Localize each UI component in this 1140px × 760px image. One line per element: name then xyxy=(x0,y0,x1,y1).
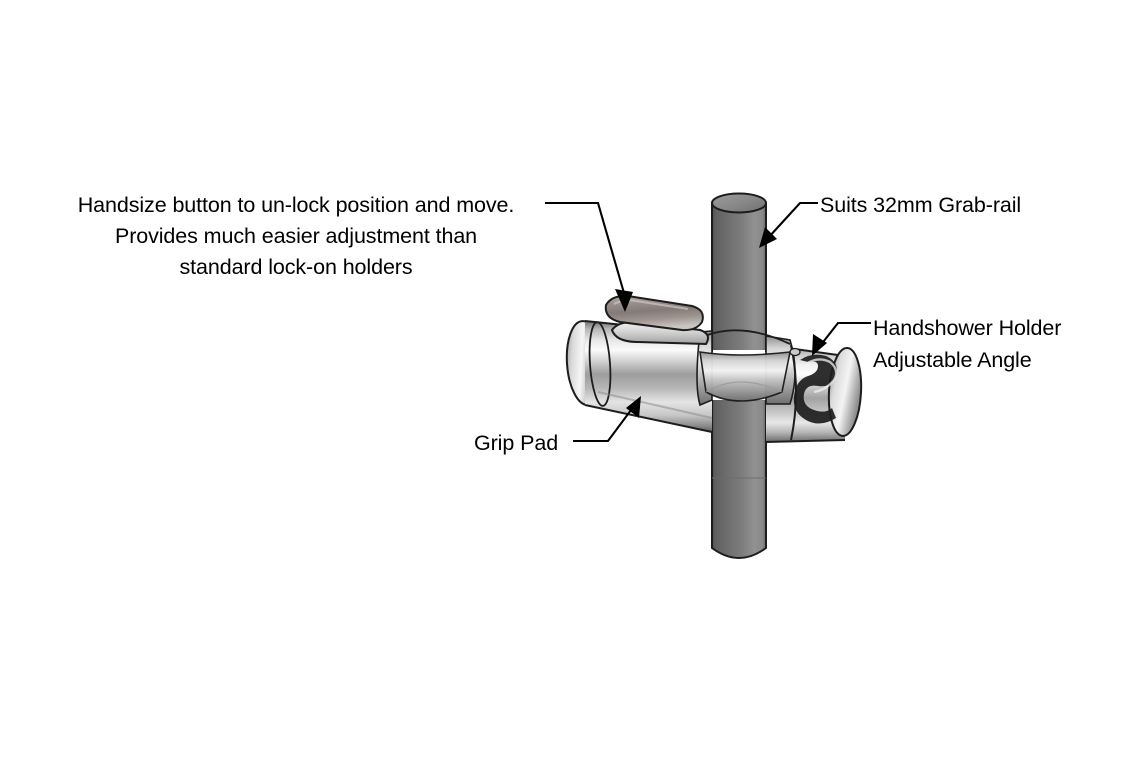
callout-grab-rail-label: Suits 32mm Grab-rail xyxy=(820,193,1022,217)
grip-pad xyxy=(597,391,713,419)
rail-clamp-collar xyxy=(696,329,796,407)
callout-button-label: Handsize button to un-lock position and … xyxy=(77,193,515,279)
callout-handshower-holder-label: Handshower Holder Adjustable Angle xyxy=(873,316,1062,372)
leader-holder xyxy=(812,321,871,356)
fixing-screw xyxy=(789,347,801,357)
grab-rail-lower xyxy=(711,400,767,559)
callout-grip-pad-label: Grip Pad xyxy=(474,431,559,455)
holder-cradle xyxy=(793,354,838,424)
grab-rail-upper xyxy=(711,192,767,352)
holder-body xyxy=(565,320,863,443)
leader-grip-pad xyxy=(573,396,641,443)
leader-grab-rail xyxy=(759,201,818,248)
leader-button xyxy=(545,201,633,312)
release-button xyxy=(604,294,709,346)
